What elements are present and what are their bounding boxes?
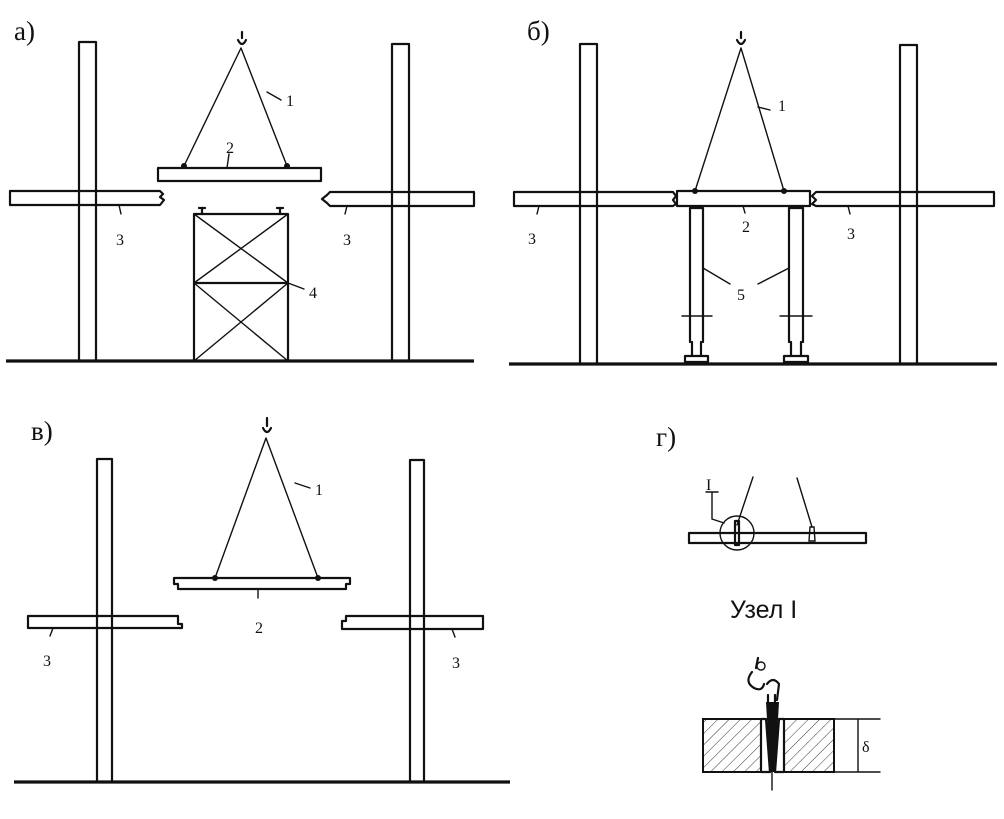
sling: [736, 476, 813, 528]
slab-label: 2: [255, 620, 263, 637]
telescopic-prop: [779, 206, 813, 364]
column-right: [898, 43, 919, 366]
slab-label: 2: [742, 219, 750, 236]
column-left: [77, 40, 98, 363]
panel-v-label: в): [31, 416, 53, 446]
props-label: 5: [737, 287, 745, 304]
node-detail: δ: [702, 656, 881, 791]
dimension-label: δ: [862, 739, 870, 756]
panel-a: а) 1 2 3 3 4: [6, 16, 476, 363]
cantilever-left: [8, 189, 166, 207]
slab-label: 2: [226, 140, 234, 157]
crane-hook-icon: [236, 30, 248, 46]
tower-label: 4: [309, 285, 317, 302]
sling-label: 1: [778, 98, 786, 115]
panel-v: в) 1 2 3 3: [14, 416, 510, 784]
cantilever-label: 3: [43, 653, 51, 670]
sling: [183, 47, 288, 167]
panel-b-label: б): [527, 16, 550, 46]
panel-g: г) I Узел I δ: [656, 422, 881, 791]
cantilever-label: 3: [847, 226, 855, 243]
column-left: [578, 42, 599, 366]
cantilever-right: [340, 614, 485, 631]
slab: [687, 531, 868, 545]
cantilever-right: [810, 190, 996, 208]
sling: [694, 47, 785, 192]
panel-a-label: а): [14, 16, 35, 46]
sling-label: 1: [315, 482, 323, 499]
column-right: [408, 458, 426, 784]
node-title: Узел I: [730, 596, 797, 624]
cantilever-label: 3: [116, 232, 124, 249]
cantilever-label: 3: [343, 232, 351, 249]
cantilever-right: [320, 190, 476, 208]
column-left: [95, 457, 114, 784]
panel-b: б) 1 2 3 3 5: [509, 16, 997, 366]
cantilever-left: [512, 190, 678, 208]
node-mark: I: [706, 477, 711, 494]
crane-hook-icon: [261, 416, 273, 434]
slab: [172, 576, 352, 591]
cantilever-label: 3: [528, 231, 536, 248]
scaffold-tower: [192, 206, 290, 363]
cantilever-left: [26, 614, 184, 630]
sling: [214, 437, 319, 579]
telescopic-prop: [681, 206, 713, 364]
slab: [156, 166, 323, 183]
column-right: [390, 42, 411, 363]
sling-label: 1: [286, 93, 294, 110]
panel-g-label: г): [656, 422, 676, 452]
slab: [675, 189, 812, 208]
crane-hook-icon: [735, 30, 747, 46]
node-circle: [719, 515, 755, 551]
cantilever-label: 3: [452, 655, 460, 672]
